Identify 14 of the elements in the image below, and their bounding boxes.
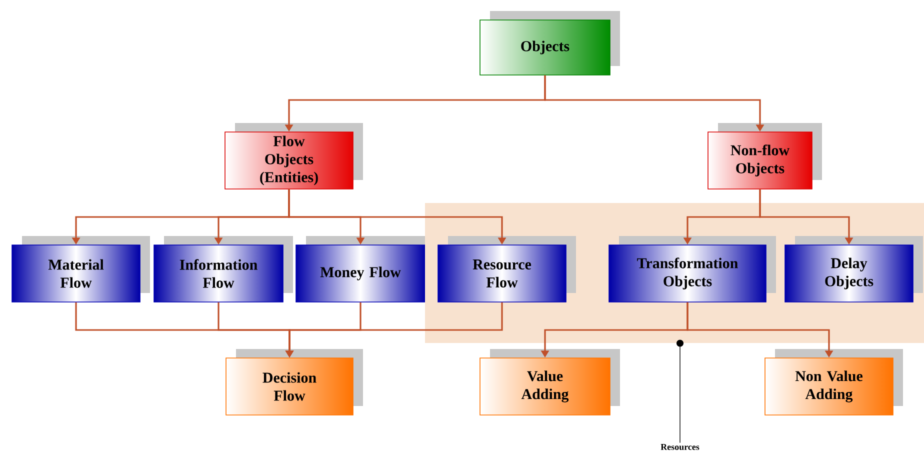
- callout-label: Resources: [660, 444, 700, 450]
- leader-line: [676, 340, 684, 444]
- flow-box: Information Flow: [154, 236, 293, 302]
- flow-box: Resource Flow: [438, 236, 576, 302]
- root-box: Objects: [480, 11, 620, 76]
- result-box: Value Adding: [480, 349, 620, 416]
- category-box: Flow Objects (Entities): [224, 123, 363, 190]
- flow-box: Delay Objects: [784, 236, 923, 302]
- result-box: Non Value Adding: [764, 349, 903, 416]
- flow-box: Transformation Objects: [608, 236, 776, 302]
- result-box: Decision Flow: [226, 349, 363, 416]
- flow-box: Money Flow: [296, 236, 435, 302]
- category-box: Non-flow Objects: [708, 123, 822, 190]
- flow-box: Material Flow: [12, 236, 150, 302]
